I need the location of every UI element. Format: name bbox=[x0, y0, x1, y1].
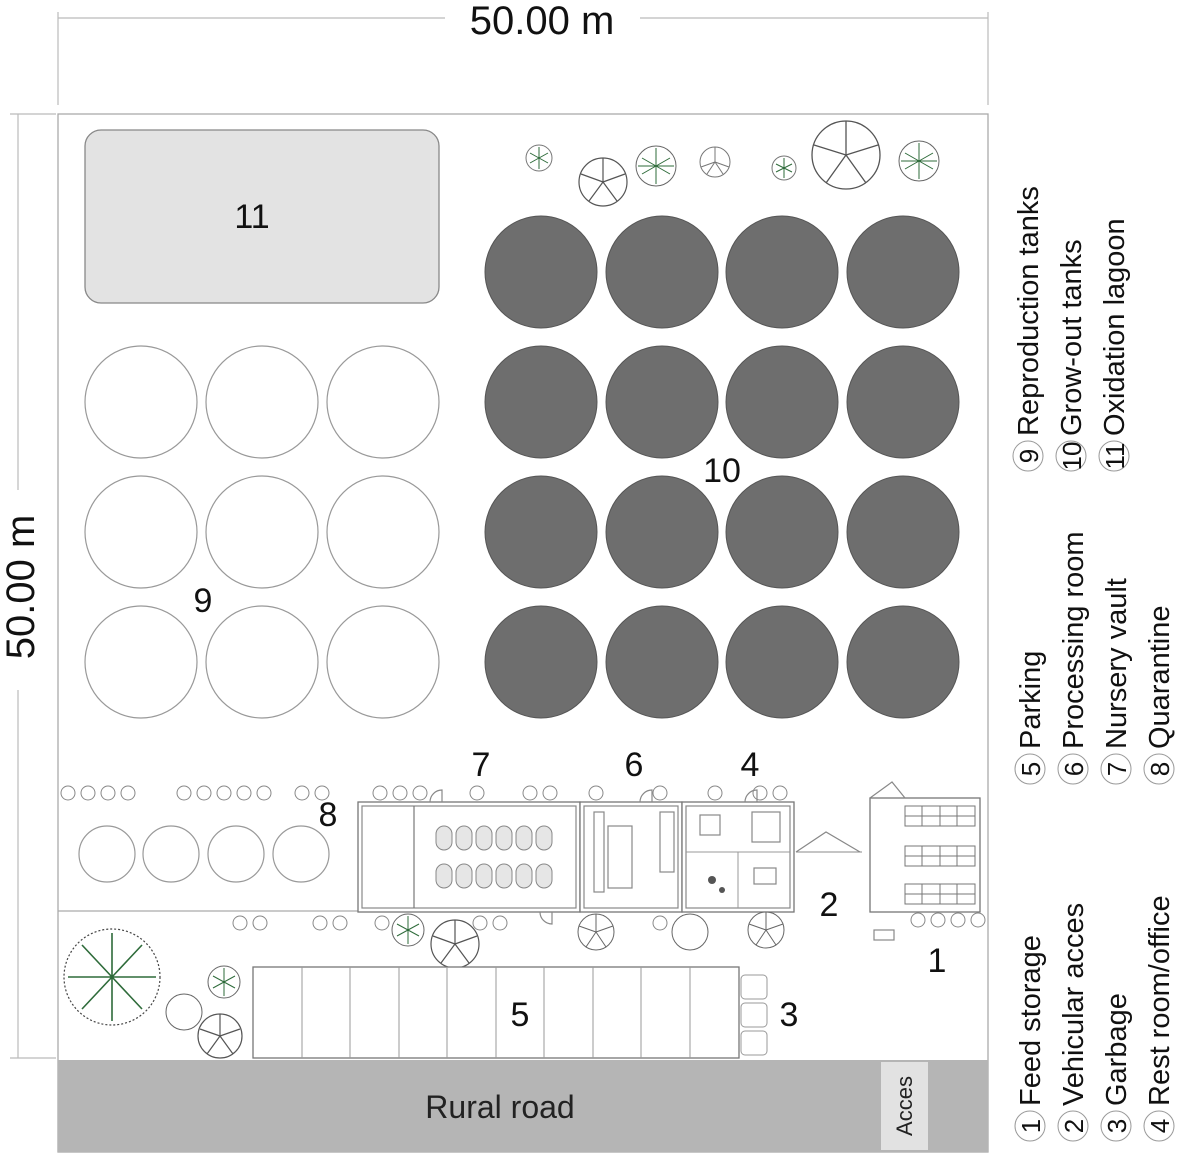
zone-number-1: 1 bbox=[928, 942, 947, 980]
legend-label: Garbage bbox=[1101, 993, 1133, 1106]
legend-item-7: 7 Nursery vault bbox=[1100, 578, 1133, 785]
legend-number-badge bbox=[1100, 753, 1132, 785]
legend-number-badge bbox=[1055, 440, 1087, 472]
legend-item-4: 4 Rest room/office bbox=[1143, 895, 1176, 1142]
legend-item-1: 1 Feed storage bbox=[1014, 935, 1047, 1142]
legend-number-badge bbox=[1057, 753, 1089, 785]
growout-tanks bbox=[484, 215, 960, 719]
feed-storage-building bbox=[869, 781, 981, 941]
legend-number: 1 bbox=[1016, 1119, 1046, 1133]
zone-number-5: 5 bbox=[511, 996, 530, 1034]
rural-road-label: Rural road bbox=[425, 1089, 574, 1125]
legend-label: Nursery vault bbox=[1101, 578, 1133, 749]
zone-number-7: 7 bbox=[472, 746, 491, 784]
legend: 1 Feed storage 2 Vehicular acces 3 Garbage 4 Re… bbox=[1012, 186, 1176, 1142]
legend-item-2: 2 Vehicular acces bbox=[1057, 903, 1090, 1142]
zone-number-2: 2 bbox=[820, 886, 839, 924]
legend-label: Feed storage bbox=[1015, 935, 1047, 1106]
tree-row-mid bbox=[391, 911, 785, 969]
legend-item-8: 8 Quarantine bbox=[1143, 606, 1176, 785]
legend-number-badge bbox=[1143, 1110, 1175, 1142]
rest-room-office-building bbox=[681, 789, 795, 913]
hedge-row-lower bbox=[232, 912, 986, 931]
oxidation-lagoon bbox=[84, 129, 440, 304]
site-access bbox=[881, 1062, 928, 1150]
zone-number-8: 8 bbox=[319, 796, 338, 834]
site-access-label: Acces bbox=[892, 1076, 917, 1136]
legend-label: Parking bbox=[1015, 651, 1047, 749]
hedge-row-upper bbox=[60, 785, 788, 801]
legend-number: 4 bbox=[1145, 1119, 1175, 1133]
legend-number: 11 bbox=[1100, 443, 1130, 470]
quarantine-tanks bbox=[78, 825, 330, 883]
tree-group-bottom-left bbox=[63, 928, 243, 1059]
height-dimension: 50.00 m bbox=[0, 113, 56, 1059]
legend-number: 3 bbox=[1102, 1119, 1132, 1133]
legend-label: Rest room/office bbox=[1144, 895, 1176, 1106]
zone-number-6: 6 bbox=[625, 746, 644, 784]
processing-room-building bbox=[579, 789, 683, 913]
zone-number-11: 11 bbox=[234, 198, 269, 236]
legend-number: 10 bbox=[1057, 442, 1087, 471]
legend-number: 6 bbox=[1059, 762, 1089, 776]
legend-label: Oxidation lagoon bbox=[1099, 218, 1131, 436]
nursery-vault-building bbox=[357, 789, 581, 925]
legend-item-10: 10 Grow-out tanks bbox=[1055, 239, 1088, 472]
legend-number: 2 bbox=[1059, 1119, 1089, 1133]
legend-number-badge bbox=[1098, 440, 1130, 472]
legend-item-3: 3 Garbage bbox=[1100, 993, 1133, 1142]
legend-number: 9 bbox=[1014, 449, 1044, 463]
legend-number-badge bbox=[1100, 1110, 1132, 1142]
legend-item-9: 9 Reproduction tanks bbox=[1012, 186, 1045, 472]
legend-number: 5 bbox=[1016, 762, 1046, 776]
legend-number-badge bbox=[1012, 440, 1044, 472]
legend-number-badge bbox=[1014, 1110, 1046, 1142]
legend-item-11: 11 Oxidation lagoon bbox=[1098, 218, 1131, 472]
legend-number-badge bbox=[1057, 1110, 1089, 1142]
width-dimension: 50.00 m bbox=[57, 0, 989, 105]
parking-area bbox=[252, 966, 740, 1059]
garbage-bins bbox=[740, 974, 768, 1056]
legend-label: Quarantine bbox=[1144, 606, 1176, 750]
height-dimension-label: 50.00 m bbox=[0, 515, 43, 660]
legend-number: 8 bbox=[1145, 762, 1175, 776]
zone-number-4: 4 bbox=[741, 746, 760, 784]
zone-number-9: 9 bbox=[194, 582, 213, 620]
legend-number: 7 bbox=[1102, 762, 1132, 776]
zone-number-3: 3 bbox=[780, 996, 799, 1034]
width-dimension-label: 50.00 m bbox=[470, 0, 615, 43]
legend-label: Grow-out tanks bbox=[1056, 239, 1088, 436]
legend-item-5: 5 Parking bbox=[1014, 651, 1047, 785]
reproduction-tanks bbox=[84, 345, 440, 719]
rural-road bbox=[58, 1060, 988, 1152]
legend-item-6: 6 Processing room bbox=[1057, 531, 1090, 785]
legend-label: Reproduction tanks bbox=[1013, 186, 1045, 436]
legend-number-badge bbox=[1014, 753, 1046, 785]
tree-row-top bbox=[525, 120, 940, 207]
zone-number-10: 10 bbox=[703, 452, 741, 490]
legend-label: Vehicular acces bbox=[1058, 903, 1090, 1106]
legend-number-badge bbox=[1143, 753, 1175, 785]
vehicular-access-canopy bbox=[795, 831, 862, 853]
legend-label: Processing room bbox=[1058, 531, 1090, 749]
